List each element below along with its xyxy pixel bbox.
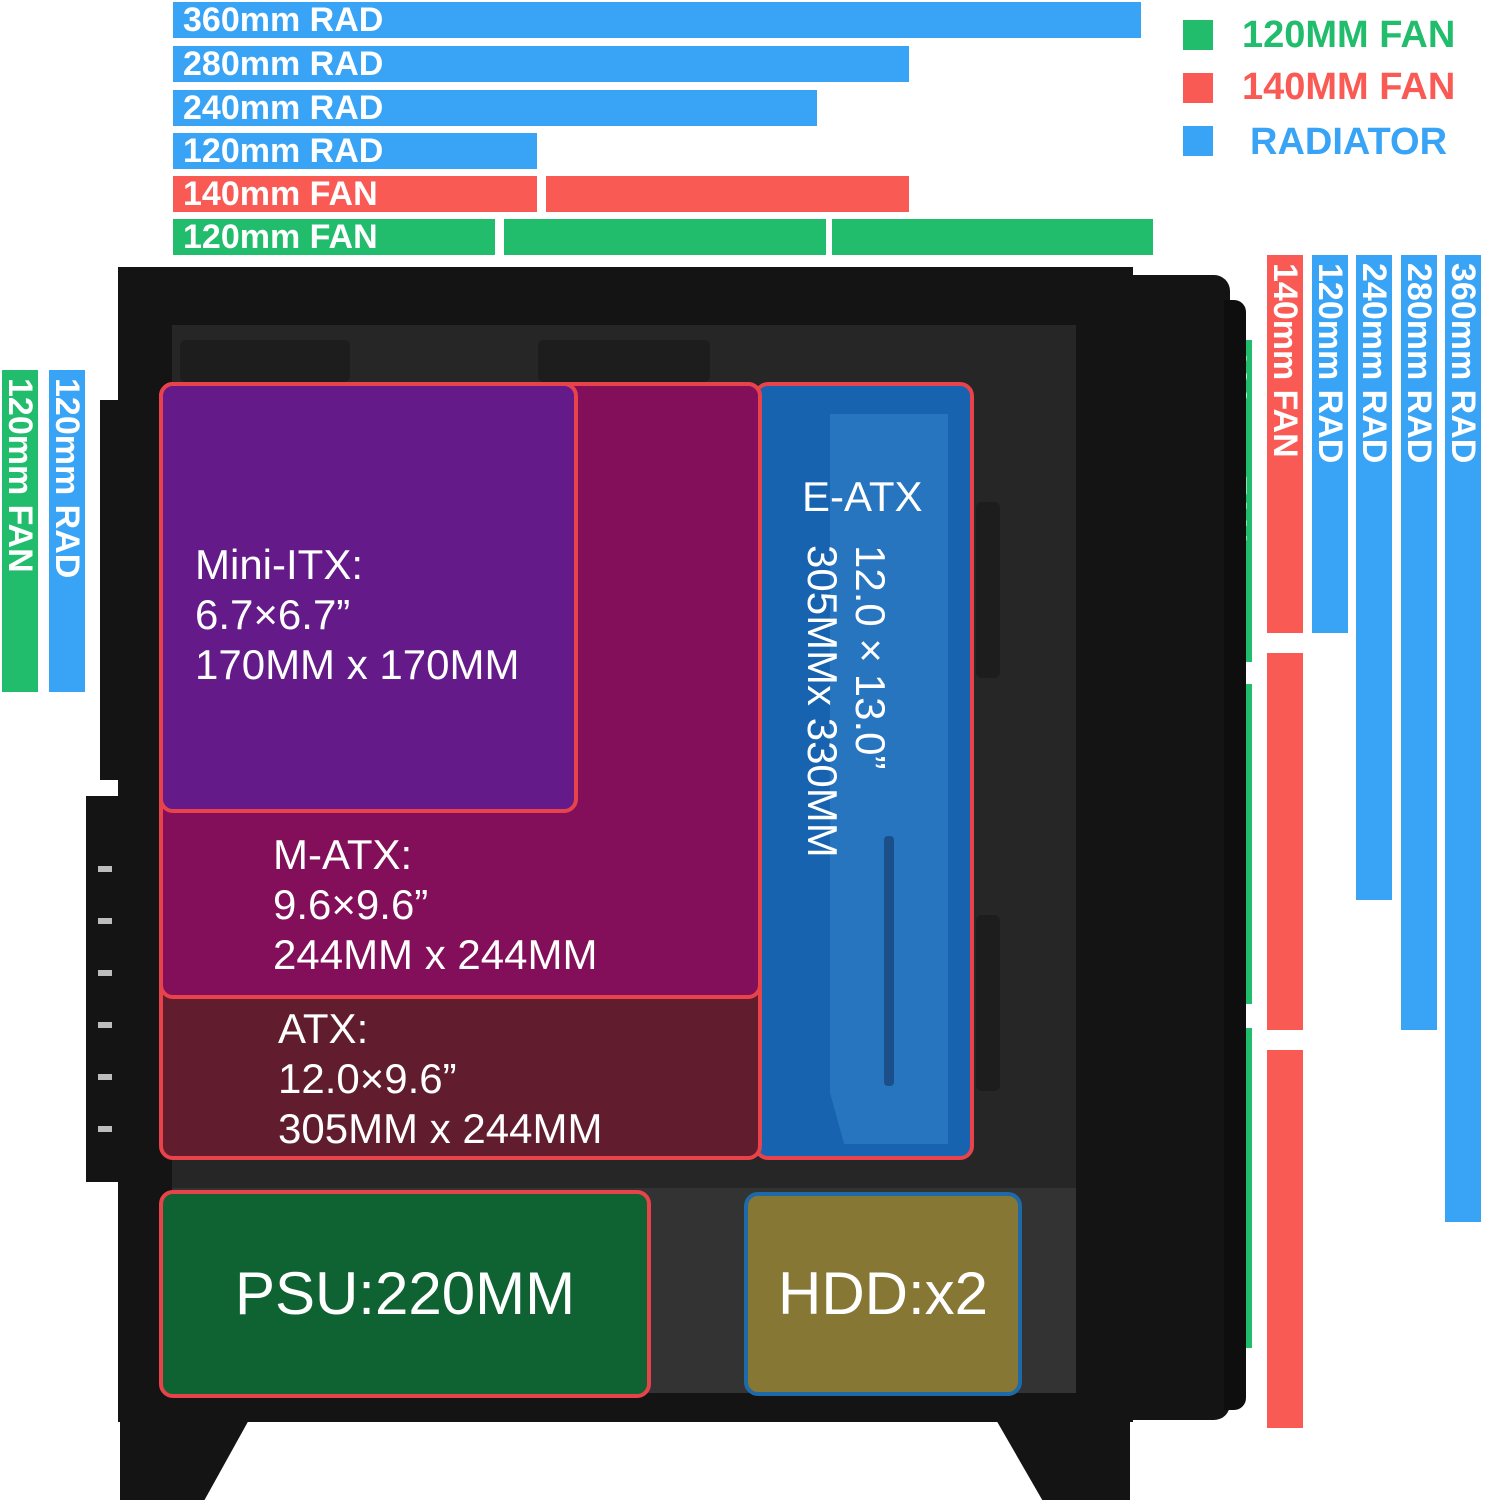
atx-label: ATX: 12.0×9.6” 305MM x 244MM — [278, 1004, 602, 1154]
m-atx-mm: 244MM x 244MM — [273, 931, 598, 978]
legend-swatch-140mm-fan — [1183, 73, 1213, 103]
front-120mm-rad-bar: 120mm RAD — [1311, 255, 1349, 633]
rear-120mm-fan-label: 120mm FAN — [1, 378, 39, 573]
rear-120mm-fan-bar: 120mm FAN — [1, 370, 39, 692]
top-280mm-rad-bar: 280mm RAD — [173, 46, 909, 82]
top-120mm-fan-bar-2 — [504, 219, 826, 255]
top-240mm-rad-label: 240mm RAD — [183, 89, 384, 127]
expansion-slot-screws — [98, 820, 112, 1140]
mini-itx-zone — [159, 382, 578, 813]
top-140mm-fan-label: 140mm FAN — [183, 175, 378, 213]
front-120mm-fan-bar-2 — [1216, 684, 1252, 1004]
expansion-slot-bracket — [86, 796, 122, 1182]
legend-label-radiator: RADIATOR — [1250, 121, 1448, 163]
top-360mm-rad-label: 360mm RAD — [183, 1, 384, 39]
top-fan-mount-1 — [180, 340, 350, 382]
mini-itx-mm: 170MM x 170MM — [195, 641, 520, 688]
top-120mm-rad-bar: 120mm RAD — [173, 133, 537, 169]
legend-swatch-120mm-fan — [1183, 20, 1213, 50]
rear-io-panel — [100, 400, 122, 780]
rear-120mm-rad-label: 120mm RAD — [48, 378, 86, 579]
top-140mm-fan-bar-2 — [546, 176, 909, 212]
top-240mm-rad-bar: 240mm RAD — [173, 90, 817, 126]
mini-itx-name: Mini-ITX: — [195, 541, 363, 588]
e-atx-name: E-ATX — [802, 473, 923, 520]
front-120mm-fan-label: 120mm FAN — [1215, 348, 1253, 543]
m-atx-inches: 9.6×9.6” — [273, 881, 429, 928]
mini-itx-label: Mini-ITX: 6.7×6.7” 170MM x 170MM — [195, 540, 519, 690]
front-140mm-fan-bar-3 — [1267, 1050, 1303, 1428]
case-foot-right — [995, 1418, 1130, 1500]
front-140mm-fan-label: 140mm FAN — [1266, 263, 1304, 458]
front-280mm-rad-label: 280mm RAD — [1400, 263, 1438, 464]
e-atx-mm: 305MMx 330MM — [799, 545, 846, 858]
atx-name: ATX: — [278, 1005, 369, 1052]
e-atx-zone — [754, 382, 974, 1160]
atx-mm: 305MM x 244MM — [278, 1105, 603, 1152]
legend-label-140mm-fan: 140MM FAN — [1242, 66, 1456, 108]
front-360mm-rad-bar: 360mm RAD — [1444, 255, 1482, 1222]
legend-label-120mm-fan: 120MM FAN — [1242, 14, 1456, 56]
cable-cutout-1 — [976, 502, 1000, 678]
e-atx-inches: 12.0×13.0” — [847, 545, 894, 770]
top-fan-mount-2 — [538, 340, 710, 382]
case-foot-left — [120, 1418, 250, 1500]
e-atx-standoff-rail — [884, 836, 894, 1086]
legend-swatch-radiator — [1183, 126, 1213, 156]
top-120mm-fan-bar-3 — [832, 219, 1153, 255]
front-120mm-rad-label: 120mm RAD — [1311, 263, 1349, 464]
psu-zone: PSU:220MM — [159, 1190, 651, 1398]
hdd-label: HDD:x2 — [777, 1260, 989, 1327]
top-140mm-fan-bar-1: 140mm FAN — [173, 176, 537, 212]
front-280mm-rad-bar: 280mm RAD — [1400, 255, 1438, 1030]
front-240mm-rad-bar: 240mm RAD — [1355, 255, 1393, 900]
top-120mm-rad-label: 120mm RAD — [183, 132, 384, 170]
mini-itx-inches: 6.7×6.7” — [195, 591, 351, 638]
front-120mm-fan-bar-3 — [1216, 1028, 1252, 1348]
front-360mm-rad-label: 360mm RAD — [1444, 263, 1482, 464]
top-280mm-rad-label: 280mm RAD — [183, 45, 384, 83]
front-240mm-rad-label: 240mm RAD — [1355, 263, 1393, 464]
cable-cutout-2 — [976, 915, 1000, 1091]
m-atx-label: M-ATX: 9.6×9.6” 244MM x 244MM — [273, 830, 597, 980]
front-120mm-fan-bar-1: 120mm FAN — [1215, 340, 1253, 662]
front-140mm-fan-bar-2 — [1267, 653, 1303, 1030]
front-140mm-fan-bar-1: 140mm FAN — [1266, 255, 1304, 633]
top-360mm-rad-bar: 360mm RAD — [173, 2, 1141, 38]
top-120mm-fan-label: 120mm FAN — [183, 218, 378, 256]
hdd-zone: HDD:x2 — [744, 1192, 1022, 1396]
top-120mm-fan-bar-1: 120mm FAN — [173, 219, 495, 255]
psu-label: PSU:220MM — [234, 1260, 576, 1327]
atx-inches: 12.0×9.6” — [278, 1055, 457, 1102]
m-atx-name: M-ATX: — [273, 831, 413, 878]
rear-120mm-rad-bar: 120mm RAD — [48, 370, 86, 692]
